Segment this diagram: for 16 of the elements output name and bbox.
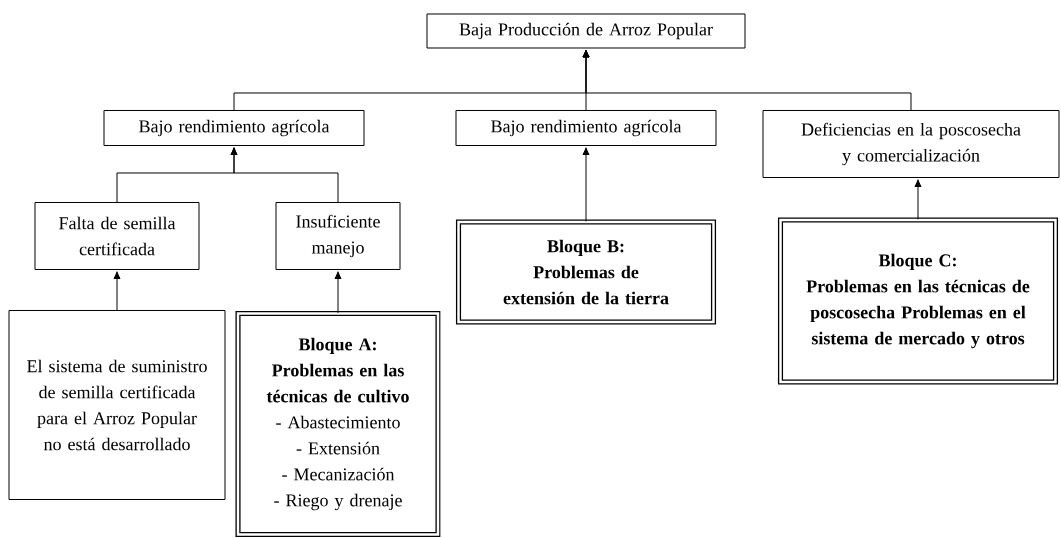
arrow xyxy=(582,147,590,222)
cause-box: Bajo rendimiento agrícola xyxy=(103,110,365,146)
cause-box: El sistema de suministro de semilla certificada para el Arroz Popular no está desarrollado xyxy=(8,310,226,500)
cause-box: Insuficiente manejo xyxy=(275,202,401,270)
cause-box: Deficiencias en la poscosecha y comercialización xyxy=(762,110,1060,178)
arrow xyxy=(582,49,912,111)
cause-box: Falta de semilla certificada xyxy=(34,202,200,270)
arrow xyxy=(113,271,121,311)
cause-box: Baja Producción de Arroz Popular xyxy=(426,13,746,49)
arrow xyxy=(334,271,342,314)
block-box: Bloque C: Problemas en las técnicas de poscosecha Problemas en el sistema de mercado y otros xyxy=(777,217,1059,385)
block-box: Bloque B: Problemas de extensión de la tierra xyxy=(455,219,717,325)
block-box: Bloque A: Problemas en las técnicas de cultivo - Abastecimiento - Extensión - Mecanización - Riego y drenaje xyxy=(235,310,441,538)
arrow xyxy=(914,179,922,220)
cause-box: Bajo rendimiento agrícola xyxy=(455,110,717,146)
arrow xyxy=(230,147,339,203)
